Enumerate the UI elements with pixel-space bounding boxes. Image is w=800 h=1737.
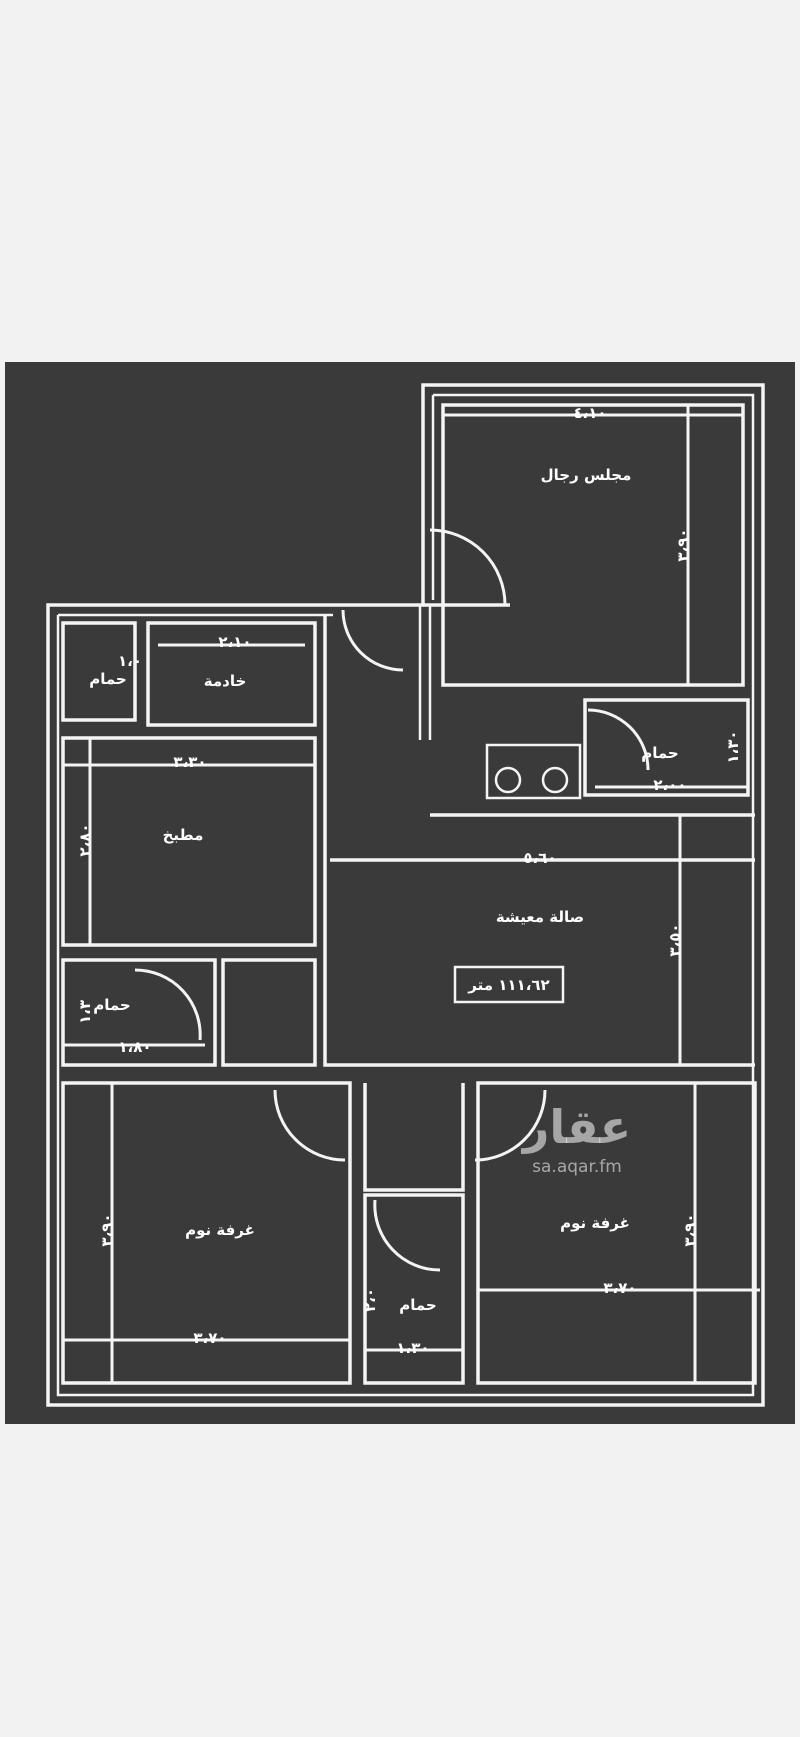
bath-right-width: ٢،٠٠	[653, 776, 686, 794]
kitchen-width: ٣،٣٠	[173, 753, 206, 771]
bath-left-width: ١،٨٠	[118, 1038, 151, 1056]
bedroom-left-width: ٣،٧٠	[193, 1329, 226, 1347]
bath-center-width: ١،٣٠	[396, 1339, 429, 1357]
bedroom-left	[61, 1081, 352, 1385]
bedroom-right-width: ٣،٧٠	[603, 1279, 636, 1297]
bedroom-left-label: غرفة نوم	[185, 1221, 255, 1239]
kitchen-label: مطبخ	[163, 826, 204, 844]
bathroom-left	[61, 958, 317, 1067]
bath-right-label: حمام	[641, 744, 679, 762]
majlis-label: مجلس رجال	[541, 466, 632, 484]
floor-plan-photo	[5, 362, 795, 1424]
watermark-logo: عقار	[521, 1100, 631, 1154]
bathroom-center	[363, 1083, 465, 1385]
majlis-room	[423, 403, 745, 687]
maid-bath-dim: ١،٠	[118, 652, 142, 670]
living-label: صالة معيشة	[496, 908, 584, 926]
bath-right-depth: ١،٣٠	[724, 730, 742, 763]
bath-left-depth: ١،٣	[76, 1000, 94, 1024]
maid-label: خادمة	[204, 672, 247, 690]
aqar-watermark: عقار sa.aqar.fm	[521, 1100, 631, 1177]
maid-width: ٢،١٠	[218, 633, 251, 651]
living-area	[323, 605, 755, 1067]
area-label: ١١١،٦٢ متر	[467, 976, 549, 994]
bathroom-right	[485, 698, 750, 800]
bedroom-left-depth: ٣،٩٠	[98, 1213, 116, 1246]
living-width: ٥،٦٠	[523, 849, 556, 867]
watermark-site: sa.aqar.fm	[532, 1157, 622, 1177]
bedroom-right-depth: ٣،٩٠	[681, 1213, 699, 1246]
majlis-width: ٤،١٠	[573, 404, 606, 422]
outer-walls	[46, 383, 765, 1407]
bedroom-right-label: غرفة نوم	[560, 1214, 630, 1232]
bath-center-label: حمام	[399, 1296, 437, 1314]
majlis-depth: ٣،٩٠	[674, 528, 692, 561]
bath-left-label: حمام	[93, 996, 131, 1014]
maid-bath-label: حمام	[89, 670, 127, 688]
living-depth: ٣،٥٠	[666, 923, 684, 956]
kitchen-room	[61, 736, 317, 947]
bedroom-right	[474, 1081, 760, 1385]
maid-room	[61, 621, 317, 727]
kitchen-depth: ٢،٨٠	[76, 823, 94, 856]
area-box	[453, 965, 565, 1004]
bath-center-depth: ٢،٠	[361, 1288, 379, 1312]
